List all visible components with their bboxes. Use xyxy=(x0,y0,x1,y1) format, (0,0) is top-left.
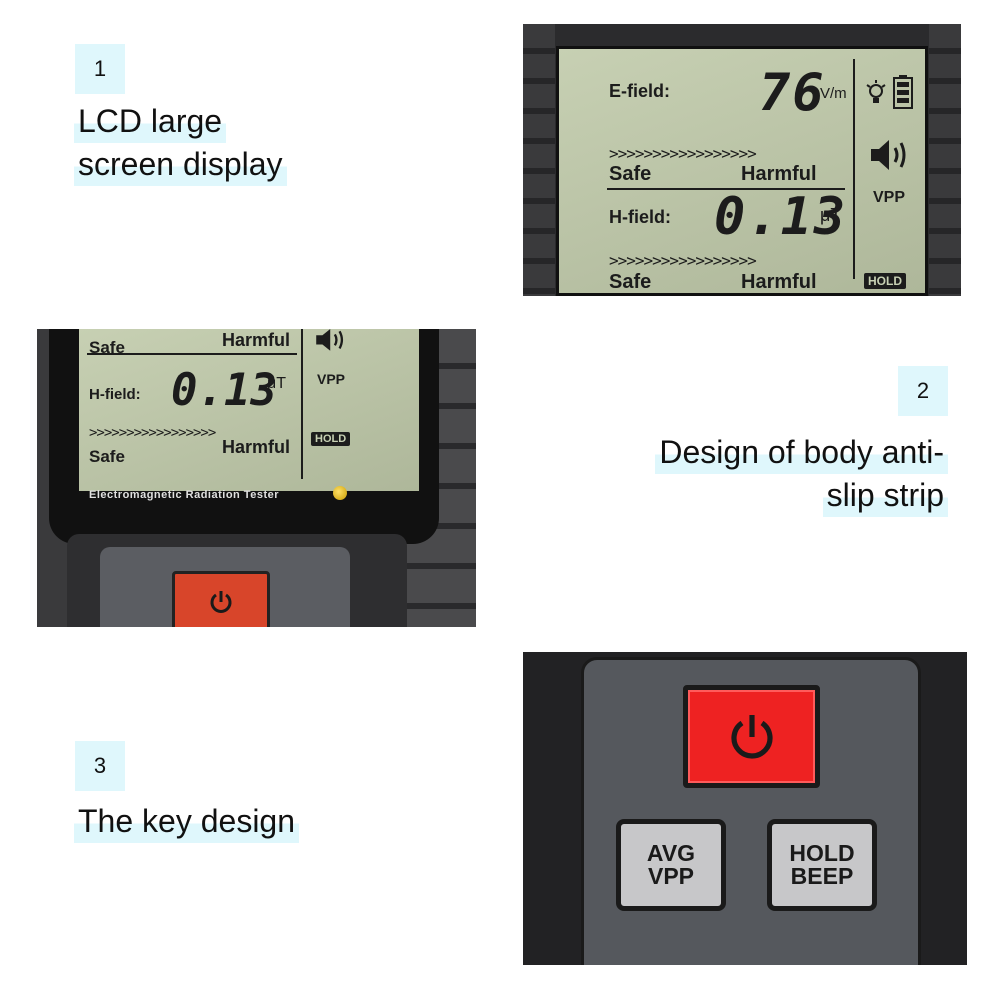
feature-2-caption: Design of body anti- slip strip xyxy=(655,431,948,517)
feature-2-caption-line-2: slip strip xyxy=(822,474,948,517)
feature-2-caption-line-1: Design of body anti- xyxy=(655,431,948,474)
left-grip-rail xyxy=(523,24,555,296)
efield-harmful-partial: Harmful xyxy=(222,330,291,350)
power-button-partial[interactable] xyxy=(172,571,270,627)
hold-beep-button[interactable]: HOLD BEEP xyxy=(767,819,877,911)
efield-safe: Safe xyxy=(609,163,652,185)
backlight-bulb-icon xyxy=(866,80,886,103)
lcd-screen: E-field: 76 V/m >>>>>>>>>>>>>>>>> Safe H… xyxy=(556,46,928,296)
vpp-indicator: VPP xyxy=(873,189,906,206)
hfield-label: H-field: xyxy=(609,207,671,227)
lcd-vertical-divider xyxy=(853,59,855,279)
feature-1-caption-line-2: screen display xyxy=(74,143,287,186)
feature-1-number: 1 xyxy=(75,44,125,94)
speaker-icon xyxy=(871,140,906,170)
hfield-safe-partial: Safe xyxy=(89,447,125,466)
brand-label: Electromagnetic Radiation Tester xyxy=(89,489,280,501)
efield-label: E-field: xyxy=(609,81,670,101)
hfield-harmful: Harmful xyxy=(741,271,817,293)
efield-harmful: Harmful xyxy=(741,163,817,185)
hfield-harmful-partial: Harmful xyxy=(222,437,291,457)
lcd-screen-partial: Safe Harmful H-field: 0.13 μT >>>>>>>>>>… xyxy=(79,329,419,491)
hold-indicator: HOLD xyxy=(864,273,906,289)
speaker-icon-partial xyxy=(316,329,344,351)
keys-photo: AVG VPP HOLD BEEP xyxy=(523,652,967,965)
efield-arrows: >>>>>>>>>>>>>>>>> xyxy=(609,144,757,163)
hfield-value-partial: 0.13 xyxy=(171,365,277,416)
power-icon-large xyxy=(730,714,773,759)
hfield-arrows: >>>>>>>>>>>>>>>>> xyxy=(609,251,757,270)
avg-vpp-button[interactable]: AVG VPP xyxy=(616,819,726,911)
efield-safe-partial: Safe xyxy=(89,338,125,357)
hfield-safe: Safe xyxy=(609,271,652,293)
lcd-divider-partial xyxy=(87,353,297,355)
hfield-arrows-partial: >>>>>>>>>>>>>>>>> xyxy=(89,425,216,441)
efield-value: 76 xyxy=(759,63,826,123)
power-icon xyxy=(210,591,232,613)
vpp-label: VPP xyxy=(647,863,695,889)
avg-label: AVG xyxy=(646,840,696,866)
lcd-photo: E-field: 76 V/m >>>>>>>>>>>>>>>>> Safe H… xyxy=(523,24,961,296)
feature-3-caption-line-1: The key design xyxy=(74,800,300,843)
feature-1-caption: LCD large screen display xyxy=(74,100,287,186)
battery-icon xyxy=(893,75,913,109)
power-button[interactable] xyxy=(683,685,820,788)
lcd-vertical-divider-partial xyxy=(301,329,303,479)
hfield-unit-partial: μT xyxy=(267,375,286,392)
vpp-indicator-partial: VPP xyxy=(317,371,346,387)
feature-1-caption-line-1: LCD large xyxy=(74,100,227,143)
device-body-photo: Safe Harmful H-field: 0.13 μT >>>>>>>>>>… xyxy=(37,329,476,627)
feature-2-number: 2 xyxy=(898,366,948,416)
hfield-unit: μT xyxy=(820,205,842,225)
beep-label: BEEP xyxy=(790,863,854,889)
hfield-value: 0.13 xyxy=(714,187,848,247)
efield-unit: V/m xyxy=(820,85,847,102)
hfield-label-partial: H-field: xyxy=(89,386,141,403)
right-grip-rail xyxy=(929,24,961,296)
feature-3-number: 3 xyxy=(75,741,125,791)
hold-label: HOLD xyxy=(789,840,855,866)
hold-indicator-partial: HOLD xyxy=(311,432,351,446)
indicator-led xyxy=(333,486,347,500)
lcd-divider xyxy=(607,188,845,190)
feature-3-caption: The key design xyxy=(74,800,300,843)
